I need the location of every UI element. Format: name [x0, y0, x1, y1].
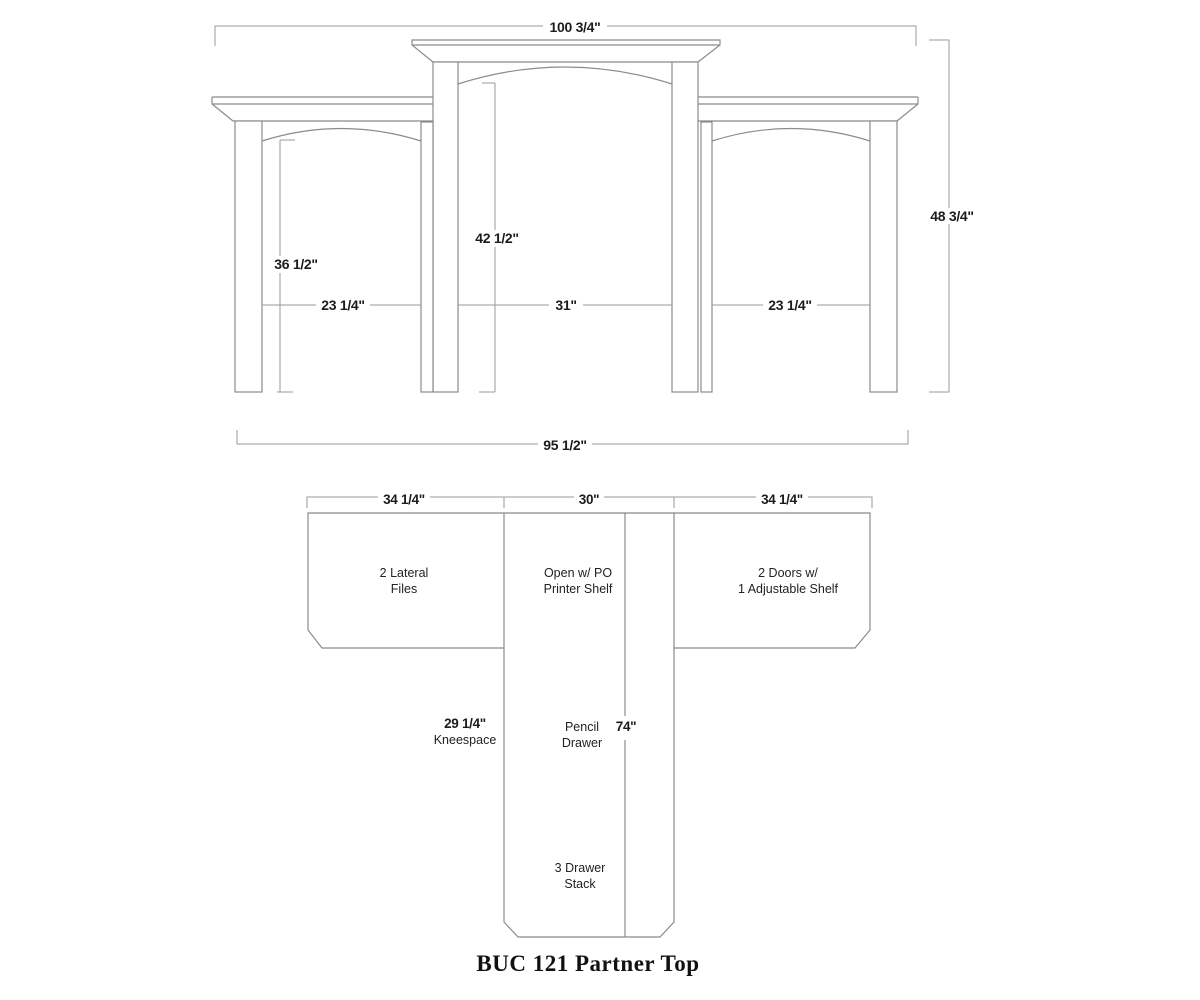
center-left-post: [432, 61, 459, 393]
right-section-label: 2 Doors w/ 1 Adjustable Shelf: [738, 566, 839, 596]
svg-text:3 Drawer: 3 Drawer: [555, 861, 606, 875]
dim-overall-width: 100 3/4": [550, 19, 601, 35]
plan-outline: [307, 512, 871, 938]
right-arch: [711, 127, 871, 142]
drawing-title: BUC 121 Partner Top: [476, 951, 699, 976]
left-inner-leg: [420, 121, 434, 393]
right-wing-top: [698, 96, 919, 122]
pencil-drawer-label: Pencil Drawer: [562, 720, 602, 750]
left-outer-leg: [234, 120, 263, 393]
dim-center-opening-width: 31": [555, 297, 576, 313]
center-section-label: Open w/ PO Printer Shelf: [544, 566, 613, 596]
dim-left-section-width: 34 1/4": [383, 492, 425, 507]
dim-side-opening-height: 36 1/2": [274, 256, 317, 272]
svg-text:Drawer: Drawer: [562, 736, 602, 750]
right-inner-leg: [700, 121, 713, 393]
center-arch: [457, 66, 673, 85]
dim-center-opening-height: 42 1/2": [475, 230, 518, 246]
plan-view-drawing: 34 1/4" 30" 34 1/4" 2 Lateral Files Open…: [306, 491, 873, 938]
svg-text:29 1/4": 29 1/4": [444, 716, 486, 731]
front-elevation-drawing: 100 3/4" 48 3/4" 95 1/2" 23 1/4" 31" 23 …: [211, 19, 978, 453]
left-arch: [261, 127, 422, 142]
svg-text:Files: Files: [391, 582, 417, 596]
center-crown-molding: [411, 39, 721, 63]
dim-right-opening-width: 23 1/4": [768, 297, 811, 313]
svg-text:Printer Shelf: Printer Shelf: [544, 582, 613, 596]
kneespace-label: 29 1/4" Kneespace: [434, 716, 497, 747]
svg-text:1 Adjustable Shelf: 1 Adjustable Shelf: [738, 582, 839, 596]
right-outer-leg: [869, 120, 898, 393]
dim-right-section-width: 34 1/4": [761, 492, 803, 507]
dim-center-section-width: 30": [579, 492, 600, 507]
svg-text:Pencil: Pencil: [565, 720, 599, 734]
dim-left-opening-width: 23 1/4": [321, 297, 364, 313]
dim-base-width: 95 1/2": [543, 437, 586, 453]
left-wing-top: [211, 96, 433, 122]
svg-text:2 Lateral: 2 Lateral: [380, 566, 429, 580]
dim-overall-height: 48 3/4": [930, 208, 973, 224]
svg-text:2 Doors w/: 2 Doors w/: [758, 566, 818, 580]
svg-text:Stack: Stack: [564, 877, 596, 891]
svg-text:Kneespace: Kneespace: [434, 733, 497, 747]
drawer-stack-label: 3 Drawer Stack: [555, 861, 606, 891]
center-right-post: [671, 61, 699, 393]
left-section-label: 2 Lateral Files: [380, 566, 429, 596]
dim-overall-depth: 74": [616, 719, 637, 734]
svg-text:Open w/ PO: Open w/ PO: [544, 566, 612, 580]
